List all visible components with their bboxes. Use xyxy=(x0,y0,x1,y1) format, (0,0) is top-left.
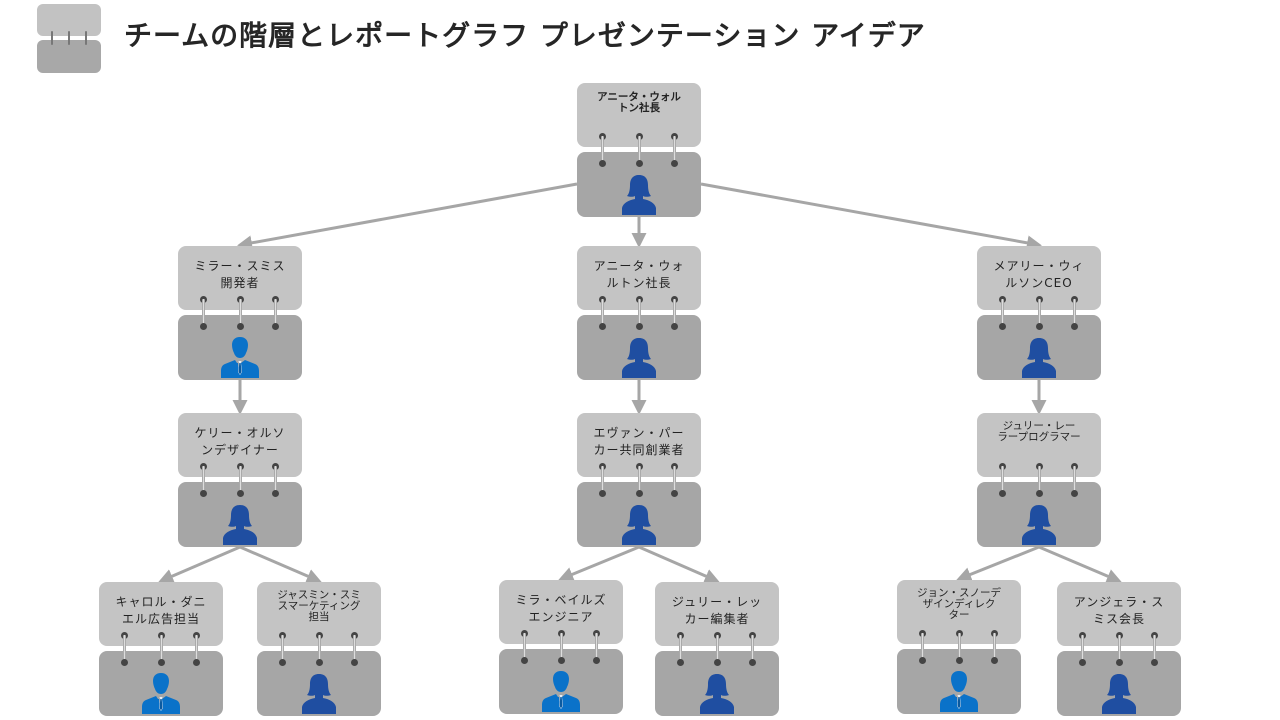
female-person-icon xyxy=(619,173,659,215)
binder-ring-icon xyxy=(599,296,606,330)
binder-ring-icon xyxy=(714,632,721,666)
binder-ring-icon xyxy=(1036,463,1043,497)
binder-ring-icon xyxy=(272,296,279,330)
org-node-l2a[interactable]: ケリー・オルソンデザイナー xyxy=(178,413,302,547)
binder-ring-icon xyxy=(272,463,279,497)
binder-ring-icon xyxy=(1079,632,1086,666)
binder-ring-icon xyxy=(671,463,678,497)
connector-l2b-to-l3c xyxy=(558,545,640,582)
notebook-binder-icon xyxy=(37,4,101,73)
binder-ring-icon xyxy=(193,632,200,666)
female-person-icon xyxy=(1099,672,1139,714)
binder-ring-icon xyxy=(636,296,643,330)
name-card: ミラー・スミス開発者 xyxy=(178,246,302,310)
binder-ring-icon xyxy=(316,632,323,666)
binder-ring-icon xyxy=(671,296,678,330)
node-label: アニータ・ウォルトン社長 xyxy=(597,91,681,114)
org-node-l3b[interactable]: ジャスミン・スミスマーケティング担当 xyxy=(257,582,381,716)
logo-top-card xyxy=(37,4,101,36)
node-label: ケリー・オルソンデザイナー xyxy=(194,426,286,457)
node-label: ミラ・ベイルズエンジニア xyxy=(515,593,607,624)
binder-ring-icon xyxy=(1036,296,1043,330)
node-label: ジュリー・レッカー編集者 xyxy=(671,595,763,626)
org-node-l3c[interactable]: ミラ・ベイルズエンジニア xyxy=(499,580,623,714)
binder-ring-icon xyxy=(1071,296,1078,330)
female-person-icon xyxy=(220,503,260,545)
binder-ring-icon xyxy=(279,632,286,666)
binder-ring-icon xyxy=(521,630,528,664)
org-node-l2c[interactable]: ジュリー・レーラープログラマー xyxy=(977,413,1101,547)
logo-bottom-card xyxy=(37,40,101,73)
connector-root-to-l1c xyxy=(700,182,1042,251)
node-label: アンジェラ・スミス会長 xyxy=(1073,595,1165,626)
org-node-l1a[interactable]: ミラー・スミス開発者 xyxy=(178,246,302,380)
connector-l2b-to-l3d xyxy=(638,545,720,584)
female-person-icon xyxy=(299,672,339,714)
org-node-l2b[interactable]: エヴァン・パーカー共同創業者 xyxy=(577,413,701,547)
binder-ring-icon xyxy=(636,463,643,497)
node-label: キャロル・ダニエル広告担当 xyxy=(115,595,207,626)
binder-ring-icon xyxy=(1116,632,1123,666)
node-label: ジョン・スノーデザインディレクター xyxy=(917,587,1001,621)
binder-ring-icon xyxy=(558,630,565,664)
org-node-l1c[interactable]: メアリー・ウィルソンCEO xyxy=(977,246,1101,380)
connector-l2a-to-l3b xyxy=(239,545,322,584)
org-node-l3d[interactable]: ジュリー・レッカー編集者 xyxy=(655,582,779,716)
female-person-icon xyxy=(1019,336,1059,378)
binder-ring-icon xyxy=(991,630,998,664)
node-label: ミラー・スミス開発者 xyxy=(194,259,286,290)
male-person-icon xyxy=(541,670,581,712)
org-node-root[interactable]: アニータ・ウォルトン社長 xyxy=(577,83,701,217)
binder-ring-icon xyxy=(919,630,926,664)
node-label: ジャスミン・スミスマーケティング担当 xyxy=(277,589,361,623)
org-node-l3e[interactable]: ジョン・スノーデザインディレクター xyxy=(897,580,1021,714)
binder-ring-icon xyxy=(593,630,600,664)
binder-ring-icon xyxy=(121,632,128,666)
node-label: エヴァン・パーカー共同創業者 xyxy=(593,426,685,457)
org-node-l1b[interactable]: アニータ・ウォルトン社長 xyxy=(577,246,701,380)
logo-ring xyxy=(51,31,53,45)
node-label: アニータ・ウォルトン社長 xyxy=(593,259,685,290)
binder-ring-icon xyxy=(1071,463,1078,497)
binder-ring-icon xyxy=(1151,632,1158,666)
connector-root-to-l1a xyxy=(237,182,578,251)
binder-ring-icon xyxy=(999,296,1006,330)
connector-l2c-to-l3e xyxy=(956,545,1040,582)
binder-ring-icon xyxy=(671,133,678,167)
binder-ring-icon xyxy=(237,296,244,330)
female-person-icon xyxy=(619,503,659,545)
logo-ring xyxy=(85,31,87,45)
binder-ring-icon xyxy=(158,632,165,666)
connector-l2a-to-l3a xyxy=(158,545,241,584)
female-person-icon xyxy=(1019,503,1059,545)
node-label: メアリー・ウィルソンCEO xyxy=(993,259,1085,290)
binder-ring-icon xyxy=(999,463,1006,497)
logo-ring xyxy=(68,31,70,45)
org-node-l3a[interactable]: キャロル・ダニエル広告担当 xyxy=(99,582,223,716)
binder-ring-icon xyxy=(200,296,207,330)
male-person-icon xyxy=(141,672,181,714)
binder-ring-icon xyxy=(351,632,358,666)
org-node-l3f[interactable]: アンジェラ・スミス会長 xyxy=(1057,582,1181,716)
binder-ring-icon xyxy=(636,133,643,167)
connector-l2c-to-l3f xyxy=(1038,545,1122,584)
binder-ring-icon xyxy=(749,632,756,666)
page-title: チームの階層とレポートグラフ プレゼンテーション アイデア xyxy=(124,19,926,52)
binder-ring-icon xyxy=(677,632,684,666)
node-label: ジュリー・レーラープログラマー xyxy=(997,420,1081,443)
name-card: ジョン・スノーデザインディレクター xyxy=(897,580,1021,644)
binder-ring-icon xyxy=(200,463,207,497)
female-person-icon xyxy=(619,336,659,378)
binder-ring-icon xyxy=(599,463,606,497)
binder-ring-icon xyxy=(237,463,244,497)
name-card: ジュリー・レッカー編集者 xyxy=(655,582,779,646)
binder-ring-icon xyxy=(956,630,963,664)
female-person-icon xyxy=(697,672,737,714)
male-person-icon xyxy=(939,670,979,712)
binder-ring-icon xyxy=(599,133,606,167)
male-person-icon xyxy=(220,336,260,378)
